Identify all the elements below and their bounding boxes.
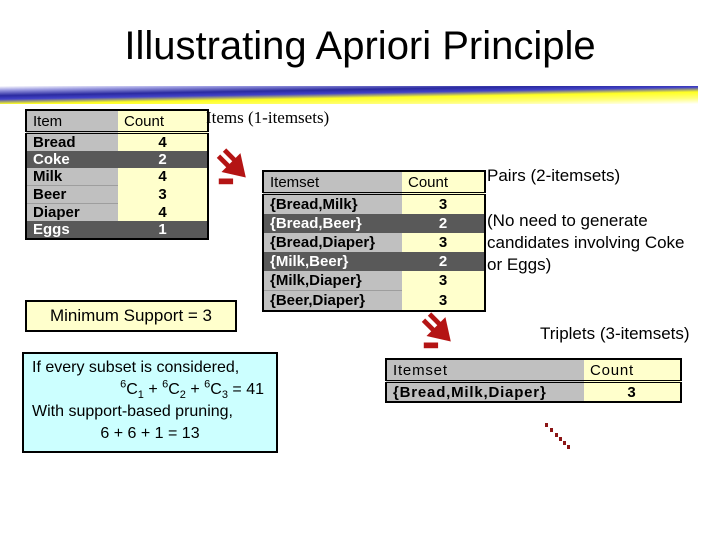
table-row: {Beer,Diaper} 3 [263,290,485,311]
subscript: 3 [221,389,228,402]
triplets-table: Itemset Count {Bread,Milk,Diaper} 3 [385,358,682,403]
calc-line-3: With support-based pruning, [32,403,233,420]
itemset-cell: {Beer,Diaper} [263,290,402,311]
calc-line-1: If every subset is considered, [32,359,240,376]
count-cell: 3 [118,185,208,204]
table-row-highlighted: Coke 2 [26,151,208,168]
formula-result: = 41 [227,381,264,398]
pairs-table-header-count: Count [402,171,485,195]
itemset-cell: {Bread,Diaper} [263,233,402,252]
table-row: {Bread,Milk} 3 [263,193,485,214]
items-label: Items (1-itemsets) [206,108,330,127]
triplets-table-header-itemset: Itemset [386,359,584,383]
count-cell: 3 [402,233,485,252]
table-header-row: Itemset Count [263,171,485,195]
down-right-arrow-icon [216,148,246,185]
triplets-table-header-count: Count [584,359,681,383]
dotted-continuation-icon [545,423,570,449]
table-row-highlighted: Eggs 1 [26,221,208,239]
table-header-row: Item Count [26,110,208,134]
operator: + [143,381,163,398]
combination-base: C [126,381,138,398]
item-cell: Diaper [26,203,118,221]
minimum-support-box: Minimum Support = 3 [25,300,237,332]
triplets-label: Triplets (3-itemsets) [540,324,690,343]
calc-formula-1: 6C1 + 6C2 + 6C3 = 41 [24,379,276,401]
items-table-header-item: Item [26,110,118,134]
table-row-highlighted: {Milk,Beer} 2 [263,252,485,271]
items-table-header-count: Count [118,110,208,134]
combination-base: C [210,381,222,398]
count-cell: 3 [584,381,681,402]
count-cell: 2 [118,151,208,168]
items-table: Item Count Bread 4 Coke 2 Milk 4 Beer 3 … [25,109,209,240]
table-row: Bread 4 [26,132,208,151]
combination-base: C [168,381,180,398]
item-cell: Beer [26,185,118,204]
superscript: 6 [204,378,211,391]
item-cell: Coke [26,151,118,168]
item-cell: Eggs [26,221,118,239]
count-cell: 4 [118,168,208,186]
pairs-note: (No need to generate candidates involvin… [487,211,685,274]
item-cell: Bread [26,132,118,151]
pairs-label: Pairs (2-itemsets) [487,166,621,185]
count-cell: 3 [402,193,485,214]
subset-count-box: If every subset is considered, 6C1 + 6C2… [22,352,278,453]
count-cell: 4 [118,203,208,221]
count-cell: 2 [402,252,485,271]
table-row: {Milk,Diaper} 3 [263,271,485,291]
count-cell: 2 [402,214,485,233]
count-cell: 4 [118,132,208,151]
pairs-table-header-itemset: Itemset [263,171,402,195]
itemset-cell: {Bread,Beer} [263,214,402,233]
itemset-cell: {Bread,Milk} [263,193,402,214]
item-cell: Milk [26,168,118,186]
operator: + [185,381,205,398]
itemset-cell: {Milk,Diaper} [263,271,402,291]
superscript: 6 [120,378,127,391]
table-row: Milk 4 [26,168,208,186]
table-row-highlighted: {Bread,Beer} 2 [263,214,485,233]
pairs-table: Itemset Count {Bread,Milk} 3 {Bread,Beer… [262,170,486,312]
superscript: 6 [162,378,169,391]
calc-formula-2: 6 + 6 + 1 = 13 [100,425,200,442]
itemset-cell: {Bread,Milk,Diaper} [386,381,584,402]
subscript: 2 [179,389,186,402]
page-title: Illustrating Apriori Principle [124,24,596,68]
count-cell: 3 [402,290,485,311]
table-row: Beer 3 [26,185,208,204]
count-cell: 3 [402,271,485,291]
table-row: {Bread,Diaper} 3 [263,233,485,252]
count-cell: 1 [118,221,208,239]
itemset-cell: {Milk,Beer} [263,252,402,271]
subscript: 1 [137,389,144,402]
title-divider-bar [0,86,698,104]
table-row: {Bread,Milk,Diaper} 3 [386,381,681,402]
table-row: Diaper 4 [26,203,208,221]
table-header-row: Itemset Count [386,359,681,383]
down-right-arrow-icon [421,312,451,349]
